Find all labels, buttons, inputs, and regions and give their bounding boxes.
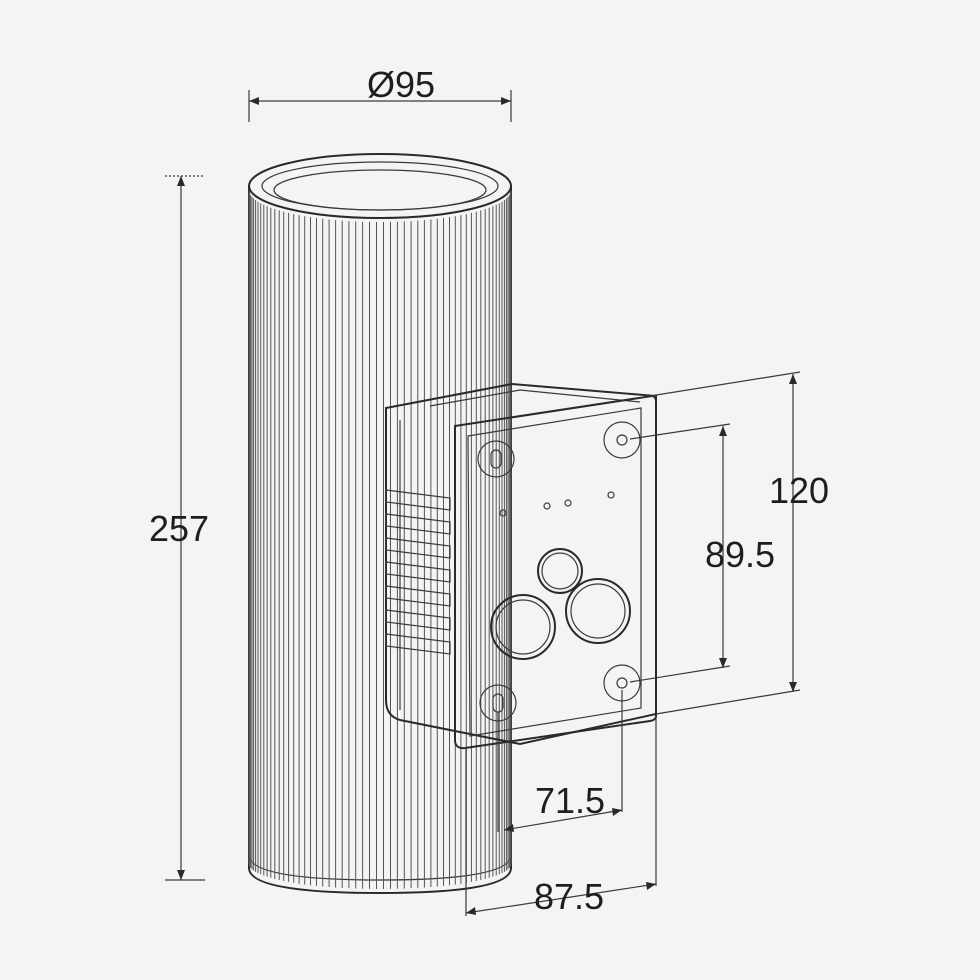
plate-inner <box>467 407 642 737</box>
hole-horizontal-label: 71.5 <box>535 780 605 821</box>
bracket-box-top-edge <box>429 389 641 407</box>
bracket-vent-slot <box>385 633 451 655</box>
top-lens <box>273 169 487 211</box>
dimension-height: 257 <box>149 175 209 881</box>
cable-gland-top <box>537 548 583 594</box>
dimension-plate-height: 120 <box>649 371 829 715</box>
hole-vertical-label: 89.5 <box>705 534 775 575</box>
dimension-plate-width: 87.5 <box>465 716 657 917</box>
bracket-vent-slot <box>385 513 451 535</box>
bracket-vent-slot <box>385 537 451 559</box>
small-screw-holes <box>499 491 615 517</box>
plate-height-label: 120 <box>769 470 829 511</box>
cylinder-ribs <box>248 190 512 889</box>
cylinder-top <box>248 153 512 219</box>
bracket-vents <box>385 489 451 655</box>
plate-width-label: 87.5 <box>534 876 604 917</box>
mounting-hole-top-left <box>477 440 515 478</box>
height-label: 257 <box>149 508 209 549</box>
cylinder-bottom-band <box>248 854 512 881</box>
bracket-box-outline <box>385 382 657 746</box>
cylinder-outline <box>248 186 512 895</box>
dimension-diameter: Ø95 <box>248 64 512 122</box>
bracket-vent-slot <box>385 489 451 511</box>
bracket-vent-slot <box>385 609 451 631</box>
top-rim-outer <box>248 153 512 219</box>
diameter-label: Ø95 <box>367 64 435 105</box>
bracket-vent-slot <box>385 561 451 583</box>
mounting-hole-top-right <box>603 421 641 459</box>
bracket-vent-slot <box>385 585 451 607</box>
dimension-hole-horizontal: 71.5 <box>497 690 623 832</box>
plate-outer <box>454 394 657 750</box>
cylinder-body <box>248 186 512 895</box>
cable-gland-right <box>565 578 631 644</box>
cable-gland-left <box>490 594 556 660</box>
dimension-hole-vertical: 89.5 <box>629 423 775 683</box>
mounting-bracket-box <box>385 382 657 746</box>
